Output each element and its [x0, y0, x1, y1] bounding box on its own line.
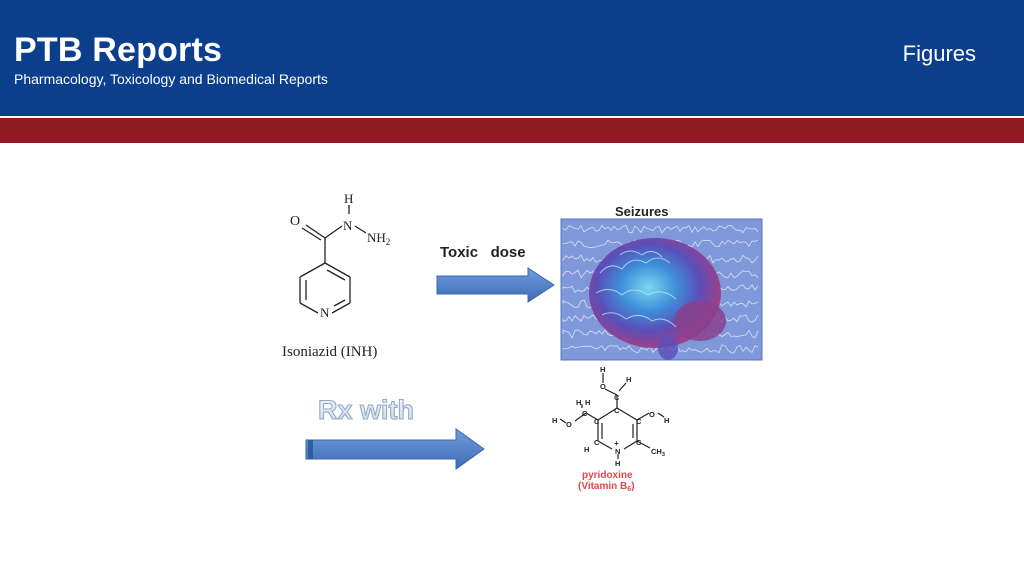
pyr-n-plus: +: [614, 439, 619, 448]
inh-h-label: H: [344, 191, 353, 206]
isoniazid-structure: [299, 205, 367, 314]
inh-amide-n-label: N: [343, 218, 353, 233]
journal-subtitle: Pharmacology, Toxicology and Biomedical …: [14, 71, 328, 87]
section-label: Figures: [902, 41, 976, 66]
inh-o-label: O: [290, 214, 300, 229]
isoniazid-toxicity-diagram: H O N NH2 N Isoniazid (INH) Toxic dose S…: [282, 191, 763, 493]
rx-with-label: Rx with: [318, 395, 414, 425]
pyr-c6: C: [636, 438, 642, 447]
pyr-c2: C: [614, 406, 620, 415]
vitamin-b6-caption: (Vitamin B6): [578, 481, 635, 493]
pyridoxine-structure: [559, 373, 665, 459]
eeg-trace: [562, 224, 759, 234]
header-red-band: [0, 118, 1024, 143]
toxic-dose-arrow: [436, 267, 555, 303]
pyr-c5: C: [594, 438, 600, 447]
pyr-h8: H: [584, 445, 589, 454]
pyr-o2: O: [566, 420, 572, 429]
pyr-c1: C: [614, 393, 620, 402]
pyr-h5: H: [552, 416, 557, 425]
pyr-h2: H: [626, 375, 631, 384]
pyr-o1: O: [600, 382, 606, 391]
rx-with-arrow: [305, 428, 485, 470]
pyr-h3: H: [576, 398, 581, 407]
pyridoxine-atoms: H O H H H O H O H C C C C C C C + N H H …: [552, 365, 669, 468]
pyr-ch3: CH3: [651, 447, 665, 458]
pyr-h6: H: [664, 416, 669, 425]
pyr-c7: C: [582, 409, 588, 418]
rx-arrow-tail-mark: [308, 440, 313, 459]
pyr-h4: H: [585, 398, 590, 407]
seizures-label: Seizures: [615, 204, 668, 219]
pyr-c4: C: [636, 417, 642, 426]
pyridoxine-caption: pyridoxine: [582, 470, 633, 481]
inh-caption: Isoniazid (INH): [282, 344, 377, 360]
inh-nh2-label: NH2: [367, 230, 390, 247]
pyr-o3: O: [649, 410, 655, 419]
inh-ring-n-label: N: [320, 305, 330, 320]
journal-title: PTB Reports: [14, 31, 223, 69]
pyr-h7: H: [615, 459, 620, 468]
pyr-h1: H: [600, 365, 605, 374]
toxic-dose-label: Toxic dose: [440, 244, 526, 261]
header-separator: [0, 116, 1024, 118]
brain-eeg-image: [560, 218, 763, 361]
journal-header: PTB Reports Pharmacology, Toxicology and…: [0, 0, 1024, 116]
pyr-n: N: [615, 447, 620, 456]
pyr-c3: C: [594, 417, 600, 426]
